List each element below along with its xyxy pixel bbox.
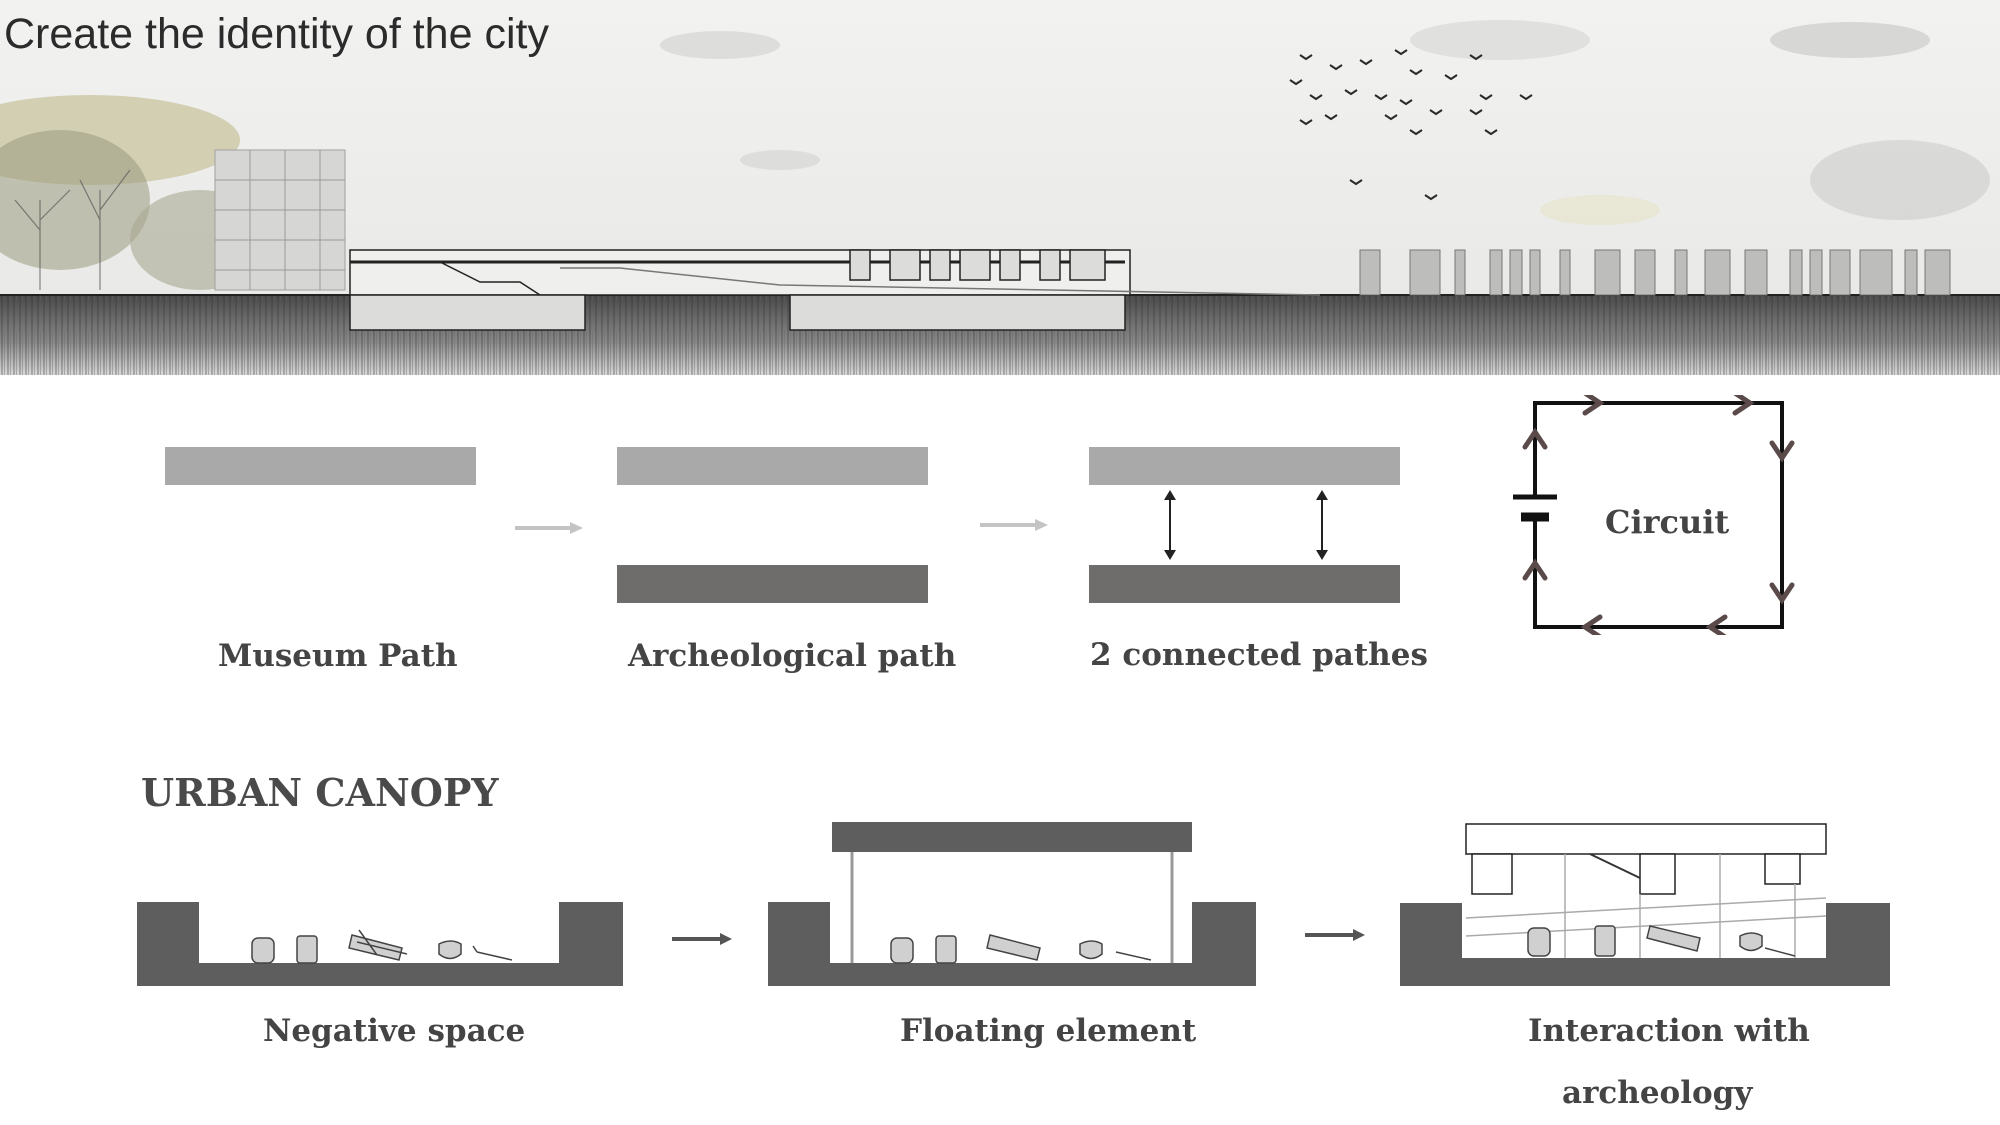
arrow-right-icon — [1305, 929, 1365, 941]
negative-space-label: Negative space — [263, 1013, 526, 1049]
direction-arrow-icon — [1522, 427, 1548, 450]
circuit-label: Circuit — [1605, 503, 1730, 541]
direction-arrow-icon — [1580, 614, 1603, 635]
interaction-label-line2: archeology — [1562, 1075, 1753, 1111]
trees-illustration — [0, 95, 346, 291]
direction-arrow-icon — [1769, 440, 1795, 463]
museum-path-bar — [165, 447, 476, 485]
archeological-path-bar-2 — [1089, 565, 1400, 603]
city-section-drawing — [0, 0, 2000, 375]
arrow-right-icon — [980, 519, 1048, 531]
museum-path-bar-3 — [1089, 447, 1400, 485]
direction-arrow-icon — [1705, 614, 1728, 635]
urban-canopy-heading: URBAN CANOPY — [141, 770, 499, 815]
double-arrow-icon — [1316, 490, 1328, 560]
artifacts-icon — [251, 929, 513, 964]
negative-space-section — [137, 902, 623, 986]
artifacts-icon — [1527, 925, 1796, 957]
archeological-path-label: Archeological path — [628, 638, 957, 674]
interaction-section — [1400, 823, 1890, 986]
arrow-right-icon — [515, 522, 583, 534]
floating-element-label: Floating element — [900, 1013, 1197, 1049]
museum-path-label: Museum Path — [218, 638, 458, 674]
artifacts-icon — [890, 934, 1152, 964]
museum-building-section — [349, 249, 1321, 331]
interaction-label-line1: Interaction with — [1528, 1013, 1810, 1049]
direction-arrow-icon — [1732, 395, 1755, 416]
museum-path-bar-2 — [617, 447, 928, 485]
colonnade — [1359, 249, 1951, 296]
birds-flock — [1289, 49, 1533, 201]
direction-arrow-icon — [1769, 582, 1795, 605]
connected-paths-label: 2 connected pathes — [1090, 637, 1428, 673]
direction-arrow-icon — [1582, 395, 1605, 416]
double-arrow-icon — [1164, 490, 1176, 560]
archeological-path-bar — [617, 565, 928, 603]
cloud-wash — [660, 20, 1990, 225]
circuit-diagram — [1513, 395, 1795, 635]
arrow-right-icon — [672, 933, 732, 945]
floating-element-section — [768, 822, 1256, 986]
page-title: Create the identity of the city — [4, 10, 549, 58]
direction-arrow-icon — [1522, 558, 1548, 581]
